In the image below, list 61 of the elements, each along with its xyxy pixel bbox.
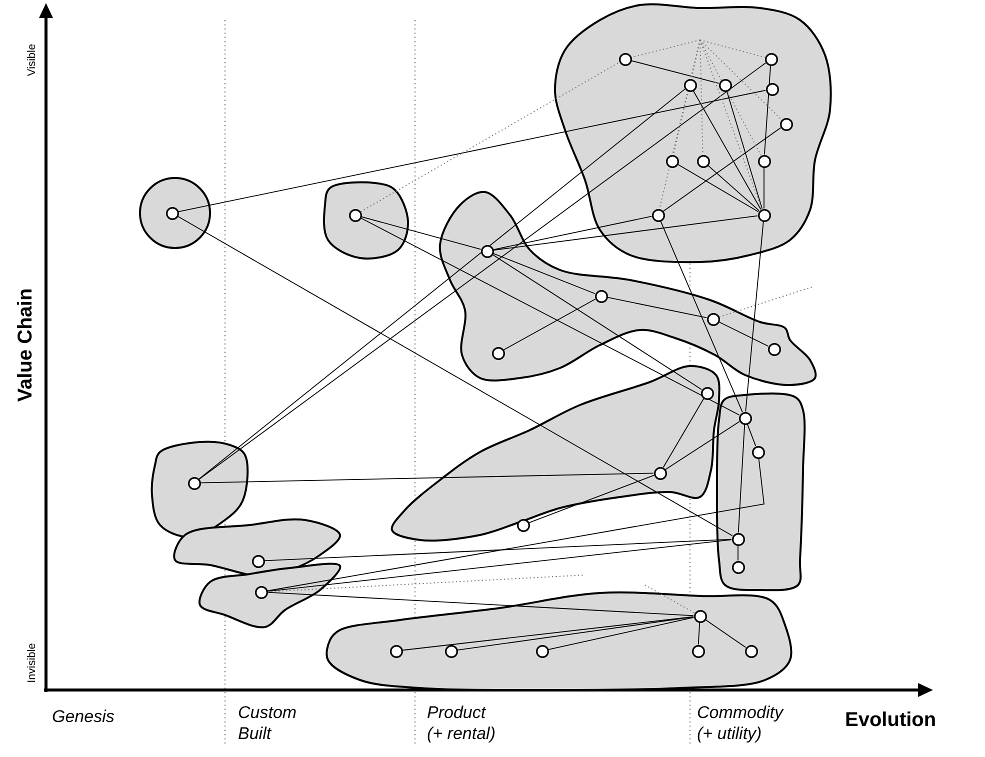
- connector-line: [456, 616, 694, 651]
- connector-line: [746, 424, 756, 446]
- connector-line: [503, 298, 596, 350]
- connector-line: [707, 164, 760, 212]
- connector-line: [492, 216, 652, 250]
- connector-line: [360, 218, 740, 416]
- connector-line: [200, 472, 654, 484]
- dotted-line: [360, 62, 620, 212]
- connector-line: [718, 321, 769, 347]
- connector-line: [177, 216, 733, 536]
- connector-line: [493, 215, 758, 251]
- connector-line: [704, 619, 746, 648]
- connector-line: [178, 90, 766, 212]
- connector-line: [198, 62, 766, 480]
- connector-line: [606, 296, 708, 318]
- connector-line: [402, 616, 694, 651]
- axis-title: Evolution: [845, 708, 936, 733]
- connector-line: [764, 65, 771, 155]
- connector-line: [264, 538, 732, 562]
- connector-line: [745, 221, 764, 412]
- capability-region: [323, 181, 410, 260]
- stage-label: Product (+ rental): [427, 702, 496, 744]
- connector-line: [492, 254, 702, 390]
- connector-line: [548, 616, 694, 650]
- dotted-line: [630, 40, 700, 58]
- capability-region: [390, 364, 721, 542]
- axis-end-label: Visible: [26, 44, 40, 76]
- dotted-line: [718, 286, 812, 318]
- connector-line: [698, 622, 700, 645]
- connector-line: [198, 88, 686, 480]
- stage-label: Commodity (+ utility): [697, 702, 785, 744]
- stage-label: Custom Built: [238, 702, 298, 744]
- dotted-line: [700, 40, 782, 120]
- connector-line: [662, 398, 704, 468]
- capability-region: [553, 3, 832, 264]
- capability-region: [438, 190, 817, 387]
- connector-line: [630, 60, 720, 84]
- connector-line: [267, 592, 694, 616]
- axis-end-label: Invisible: [26, 643, 40, 683]
- connector-line: [528, 474, 654, 524]
- capability-region: [139, 177, 211, 249]
- connector-line: [660, 220, 743, 412]
- axis-title: Value Chain: [14, 288, 38, 402]
- dotted-line: [267, 574, 586, 592]
- connector-line: [492, 252, 596, 294]
- connector-line: [692, 90, 762, 210]
- stage-label: Genesis: [52, 706, 114, 728]
- connector-line: [665, 421, 740, 470]
- dotted-line: [644, 584, 695, 614]
- connector-line: [726, 90, 763, 210]
- capability-region: [326, 591, 792, 692]
- connector-line: [267, 539, 732, 592]
- dotted-line: [700, 40, 762, 210]
- connector-line: [360, 216, 482, 250]
- connector-line: [677, 164, 759, 212]
- connector-line: [662, 127, 782, 212]
- connector-line: [266, 458, 764, 592]
- capability-region: [198, 564, 342, 629]
- capability-region: [715, 393, 805, 592]
- connector-line: [738, 424, 746, 533]
- capability-region: [150, 440, 247, 539]
